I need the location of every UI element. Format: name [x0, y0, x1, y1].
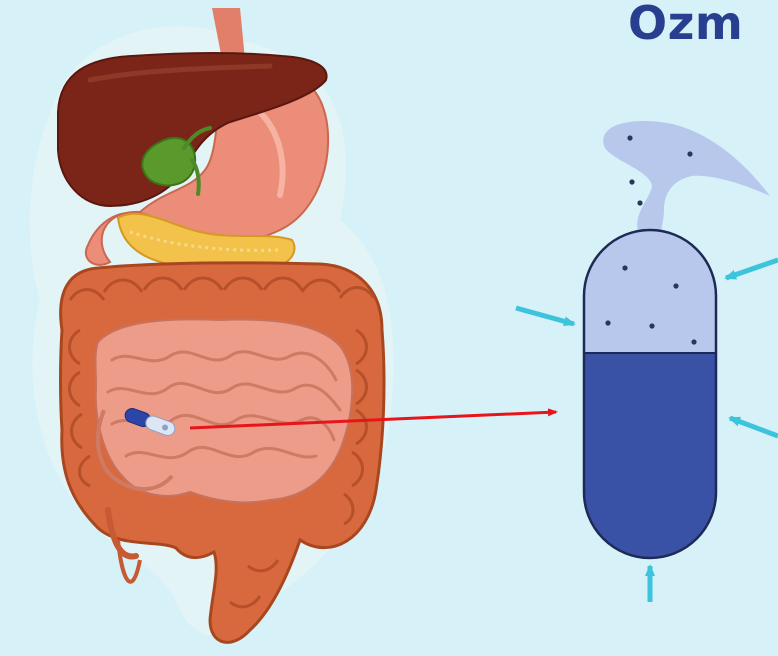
drug-reservoir	[584, 352, 716, 562]
osmotic-capsule-icon	[584, 121, 770, 562]
